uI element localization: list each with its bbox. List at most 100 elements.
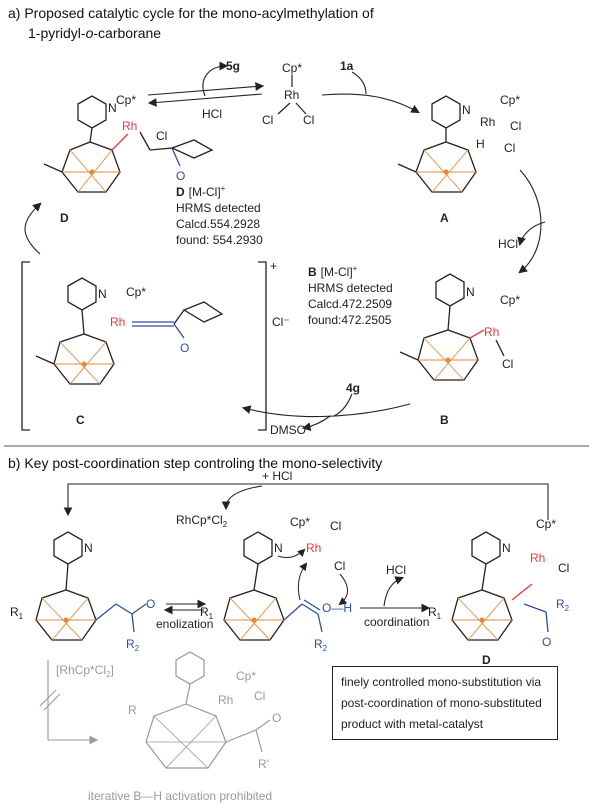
svg-text:R2: R2 [314, 637, 328, 653]
svg-text:N: N [274, 541, 283, 555]
svg-text:R1: R1 [428, 605, 442, 621]
section-b-title: b) Key post-coordination step controling… [8, 455, 382, 471]
svg-text:O: O [272, 711, 281, 725]
svg-text:Cl: Cl [254, 689, 265, 703]
svg-text:found:472.2505: found:472.2505 [308, 313, 392, 327]
svg-text:Cp*: Cp* [126, 285, 146, 299]
svg-text:HRMS detected: HRMS detected [308, 281, 393, 295]
svg-text:R': R' [258, 757, 269, 771]
label-4g: 4g [346, 381, 360, 395]
section-a-title: a) Proposed catalytic cycle for the mono… [8, 5, 374, 21]
svg-text:Cp*: Cp* [116, 93, 136, 107]
svg-text:RhCp*Cl2: RhCp*Cl2 [176, 513, 228, 529]
svg-text:O: O [176, 169, 185, 183]
svg-text:O—H: O—H [322, 601, 352, 615]
enol-intermediate: N R1 O—H R2 Cp* Rh Cl Cl [200, 515, 352, 653]
equilibrium-d-catalyst: 5g HCl [147, 59, 265, 121]
svg-text:Cp*: Cp* [282, 61, 302, 75]
compound-d: N Cp* Rh Cl O D [43, 93, 214, 225]
svg-text:HCl: HCl [386, 563, 406, 577]
svg-text:R: R [128, 703, 137, 717]
coordination-arrow: HCl coordination [360, 563, 431, 629]
hrms-d-annotation: D[M-Cl]+ HRMS detected Calcd.554.2928 fo… [176, 184, 263, 247]
svg-text:Rh: Rh [480, 115, 495, 129]
note-line: post-coordination of mono-substituted [341, 696, 542, 710]
svg-text:Rh: Rh [306, 541, 321, 555]
svg-text:Cl: Cl [502, 357, 513, 371]
svg-text:coordination: coordination [364, 615, 429, 629]
mono-selectivity-note: finely controlled mono-substitution via … [332, 666, 558, 740]
prohibited-caption: iterative B—H activation prohibited [88, 789, 272, 803]
svg-text:R1: R1 [200, 605, 214, 621]
label-hcl-d: HCl [202, 107, 222, 121]
svg-text:Cl: Cl [334, 559, 345, 573]
svg-text:Rh: Rh [530, 551, 545, 565]
svg-text:enolization: enolization [156, 617, 213, 631]
svg-text:N: N [462, 103, 471, 117]
arrow-catalyst-to-a: 1a [321, 59, 420, 114]
label-b: B [440, 413, 449, 427]
prohibited-pathway: [RhCp*Cl2] R Cp* Rh Cl O R' iterative B—… [39, 651, 281, 803]
hcl-return-loop: + HCl RhCp*Cl2 [63, 469, 549, 529]
arrow-b-to-c: 4g DMSO [241, 381, 411, 437]
svg-text:Cl: Cl [156, 129, 167, 143]
svg-text:R2: R2 [126, 637, 140, 653]
svg-text:B[M-Cl]+: B[M-Cl]+ [308, 264, 358, 279]
svg-text:Cp*: Cp* [536, 517, 556, 531]
arrow-c-to-d [24, 202, 42, 255]
svg-text:Cl: Cl [262, 113, 273, 127]
svg-text:R2: R2 [556, 597, 570, 613]
svg-text:Cl⁻: Cl⁻ [272, 315, 290, 329]
svg-text:+ HCl: + HCl [262, 469, 292, 483]
ketone-substrate: N R1 O R2 [10, 531, 155, 653]
label-a: A [440, 211, 449, 225]
svg-text:Rh: Rh [484, 325, 499, 339]
catalyst-cprhcl2: Cp* Rh Cl Cl [262, 61, 314, 127]
svg-text:H: H [476, 137, 485, 151]
svg-text:Cl: Cl [504, 141, 515, 155]
svg-text:Rh: Rh [122, 119, 137, 133]
svg-text:Rh: Rh [218, 693, 233, 707]
label-1a: 1a [340, 59, 354, 73]
svg-text:+: + [270, 259, 277, 273]
label-5g: 5g [226, 59, 240, 73]
svg-text:Rh: Rh [110, 315, 125, 329]
svg-text:HRMS detected: HRMS detected [176, 201, 261, 215]
section-a-title-line2: 1-pyridyl-o-carborane [28, 25, 161, 41]
svg-text:Cl: Cl [303, 113, 314, 127]
svg-text:Cp*: Cp* [236, 669, 256, 683]
svg-text:[RhCp*Cl2]: [RhCp*Cl2] [56, 663, 114, 679]
svg-text:Cl: Cl [330, 519, 341, 533]
note-line: product with metal-catalyst [341, 717, 484, 731]
svg-text:N: N [108, 101, 117, 115]
label-dmso: DMSO [270, 423, 306, 437]
svg-text:Cl: Cl [510, 119, 521, 133]
svg-text:Cl: Cl [558, 561, 569, 575]
label-d-product: D [482, 653, 491, 667]
compound-c: + Cl⁻ N Cp* Rh O C [21, 259, 290, 431]
svg-text:N: N [466, 285, 475, 299]
svg-text:Cp*: Cp* [500, 93, 520, 107]
label-c: C [76, 413, 85, 427]
svg-text:Cp*: Cp* [500, 293, 520, 307]
product-d: N R1 Cp* Rh Cl O R2 D [428, 517, 570, 667]
svg-text:Cp*: Cp* [290, 515, 310, 529]
label-d: D [60, 211, 69, 225]
svg-text:Calcd.472.2509: Calcd.472.2509 [308, 297, 392, 311]
svg-text:Rh: Rh [284, 88, 299, 102]
compound-b: N Cp* Rh Cl B [399, 273, 520, 427]
svg-text:N: N [84, 541, 93, 555]
svg-text:O: O [146, 597, 155, 611]
enolization-equilibrium: enolization [156, 599, 213, 631]
svg-text:D[M-Cl]+: D[M-Cl]+ [176, 184, 226, 199]
svg-text:N: N [98, 287, 107, 301]
svg-text:R1: R1 [10, 605, 24, 621]
label-hcl-a: HCl [498, 237, 518, 251]
note-line: finely controlled mono-substitution via [341, 675, 542, 689]
svg-text:N: N [502, 541, 511, 555]
svg-text:found: 554.2930: found: 554.2930 [176, 233, 263, 247]
svg-text:Calcd.554.2928: Calcd.554.2928 [176, 217, 260, 231]
svg-text:O: O [542, 635, 551, 649]
